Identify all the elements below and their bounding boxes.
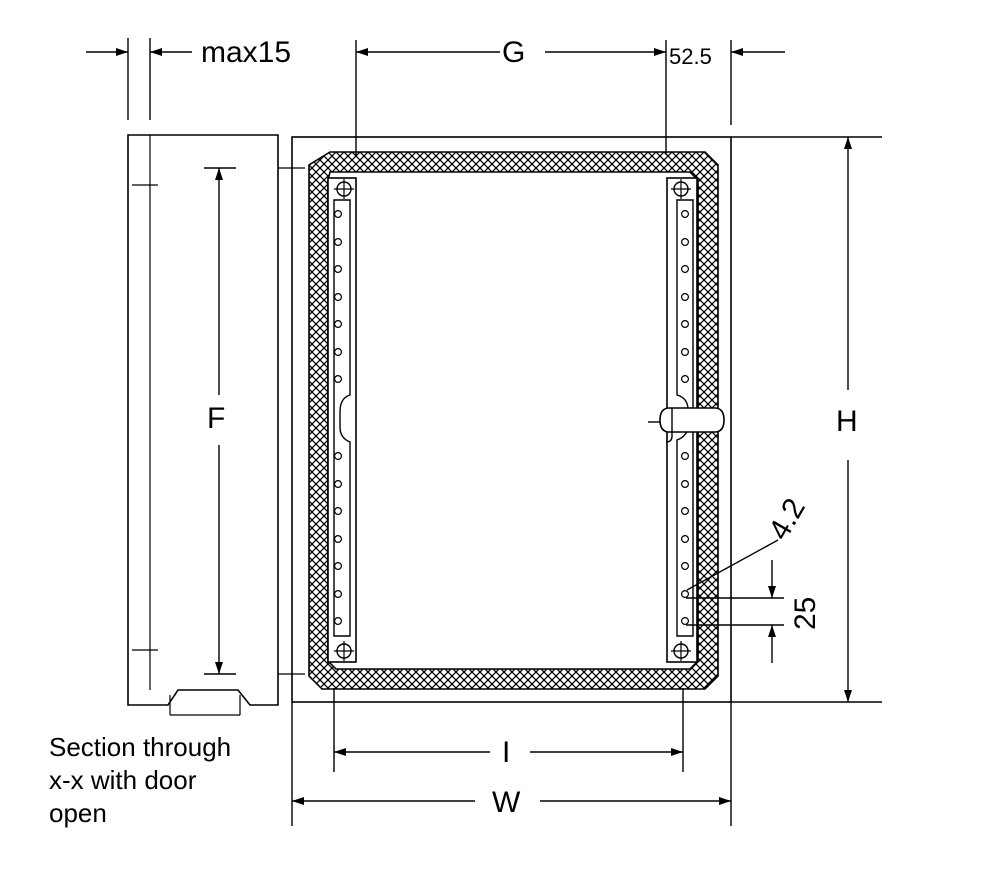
dim-label-max15: max15 xyxy=(201,36,291,69)
rail-hole xyxy=(680,534,689,543)
rail-hole xyxy=(334,616,343,625)
right-rail-bottom-screw xyxy=(671,641,691,661)
rail-hole xyxy=(334,348,343,357)
rail-hole xyxy=(680,348,689,357)
door-gasket xyxy=(308,151,719,690)
rail-hole xyxy=(334,507,343,516)
dim-label-f: F xyxy=(207,402,225,435)
section-caption: Section through x-x with door open xyxy=(49,732,231,828)
rail-hole xyxy=(334,265,343,274)
dimension-lines xyxy=(86,38,882,826)
dim-label-52-5: 52.5 xyxy=(669,44,712,69)
rail-hole xyxy=(680,616,689,625)
rail-hole xyxy=(334,480,343,489)
rail-hole xyxy=(680,507,689,516)
rail-hole xyxy=(334,210,343,219)
side-section-outline xyxy=(127,134,279,706)
rail-hole xyxy=(334,375,343,384)
side-section xyxy=(127,134,305,716)
door-handle xyxy=(648,407,725,443)
rail-hole xyxy=(680,561,689,570)
left-rail-holes xyxy=(334,210,343,625)
rail-hole xyxy=(680,320,689,329)
rail-hole xyxy=(680,375,689,384)
right-rail-top-screw xyxy=(671,179,691,199)
rail-hole xyxy=(680,480,689,489)
rail-hole xyxy=(680,293,689,302)
dim-label-25: 25 xyxy=(789,597,822,630)
right-rail-holes xyxy=(680,210,689,625)
caption-line-2: x-x with door xyxy=(49,765,197,795)
rail-hole xyxy=(680,452,689,461)
rail-hole xyxy=(334,452,343,461)
rail-hole xyxy=(334,561,343,570)
rail-hole xyxy=(334,293,343,302)
dim-label-h: H xyxy=(836,405,858,438)
left-mounting-rail xyxy=(327,177,357,663)
rail-hole xyxy=(334,589,343,598)
left-rail-top-screw xyxy=(334,179,354,199)
caption-line-3: open xyxy=(49,798,107,828)
rail-hole xyxy=(680,589,689,598)
rail-hole xyxy=(334,534,343,543)
dim-label-4-2: 4.2 xyxy=(762,493,811,546)
rail-hole xyxy=(680,238,689,247)
rail-hole xyxy=(680,265,689,274)
rail-hole xyxy=(680,210,689,219)
enclosure-outer-frame xyxy=(291,136,732,703)
dim-label-g: G xyxy=(502,36,525,69)
left-rail-bottom-screw xyxy=(334,641,354,661)
caption-line-1: Section through xyxy=(49,732,231,762)
rail-hole xyxy=(334,320,343,329)
rail-hole xyxy=(334,238,343,247)
dim-label-w: W xyxy=(492,786,521,819)
dim-label-i: I xyxy=(502,736,510,769)
front-view xyxy=(291,136,732,703)
